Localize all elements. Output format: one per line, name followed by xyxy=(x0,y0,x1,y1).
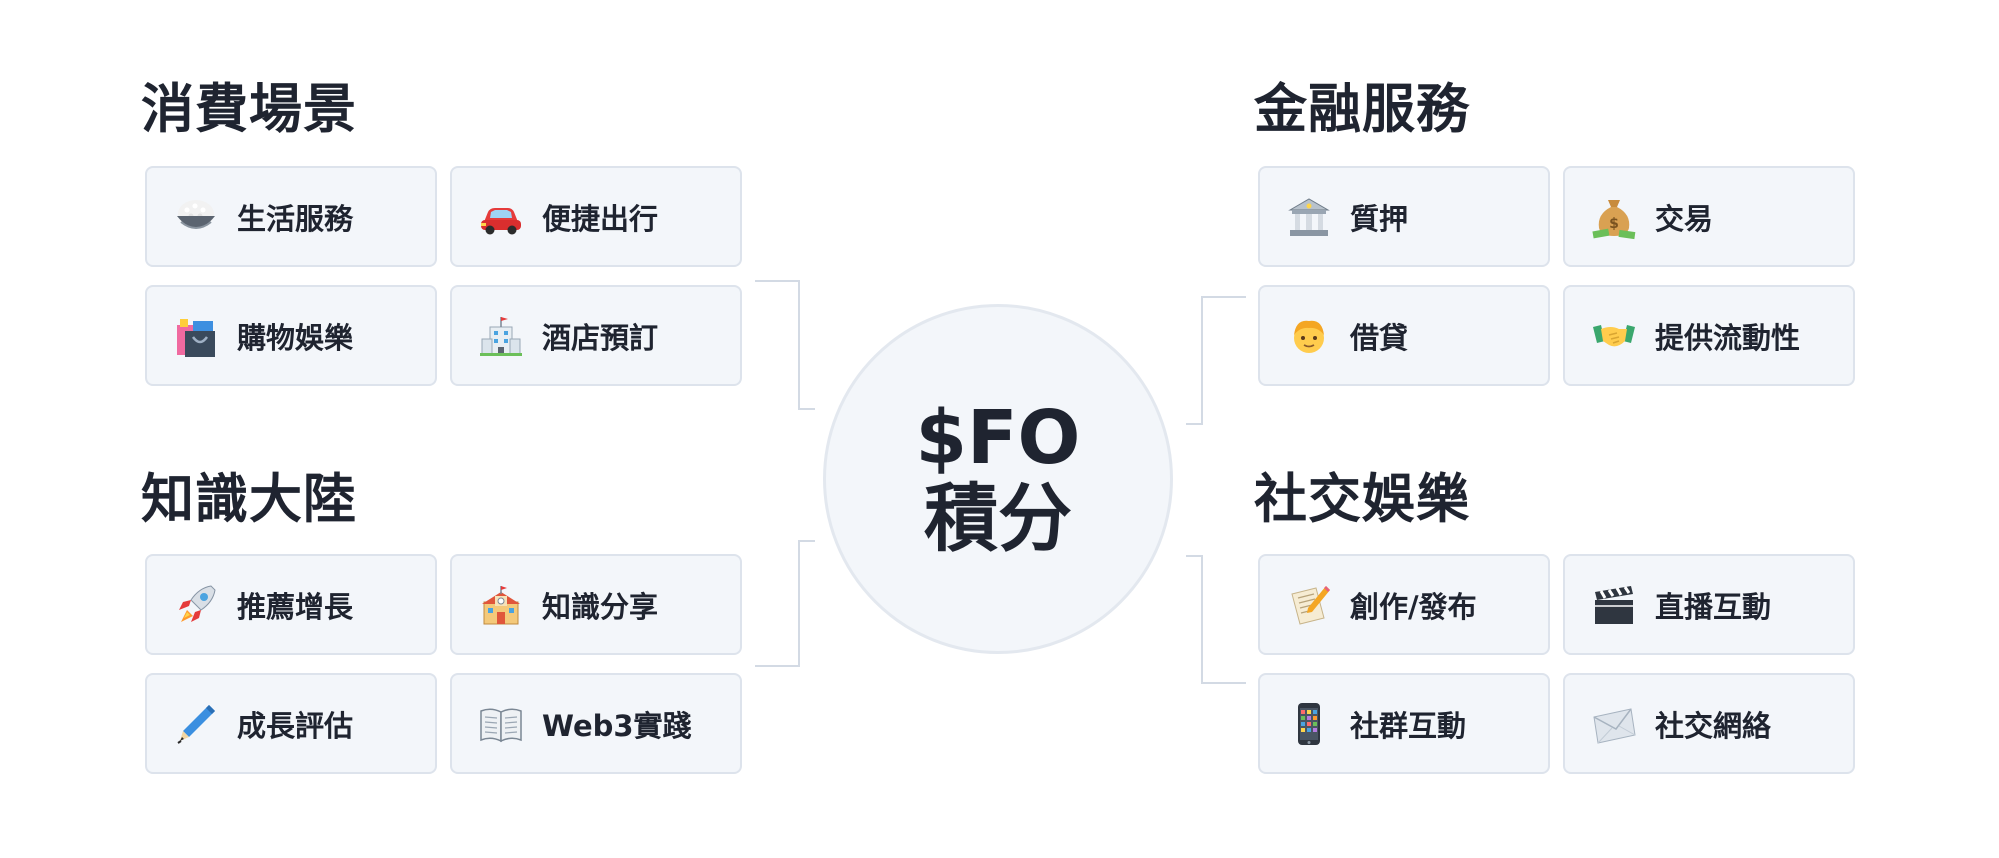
car-icon xyxy=(478,194,524,240)
handshake-icon xyxy=(1591,313,1637,359)
card-life-services[interactable]: 生活服務 xyxy=(145,166,437,267)
section-title-knowledge: 知識大陸 xyxy=(141,469,357,530)
person-icon xyxy=(1286,313,1332,359)
rocket-icon xyxy=(173,582,219,628)
open-book-icon xyxy=(478,701,524,747)
memo-icon xyxy=(1286,582,1332,628)
card-live-interaction[interactable]: 直播互動 xyxy=(1563,554,1855,655)
card-convenient-travel[interactable]: 便捷出行 xyxy=(450,166,742,267)
mobile-phone-icon xyxy=(1286,701,1332,747)
card-label: 購物娛樂 xyxy=(237,320,354,355)
card-lending[interactable]: 借貸 xyxy=(1258,285,1550,386)
connector-knowledge xyxy=(755,540,815,667)
card-growth-assessment[interactable]: 成長評估 xyxy=(145,673,437,774)
card-label: 創作/發布 xyxy=(1350,589,1477,624)
connector-finance xyxy=(1186,296,1246,425)
card-label: 知識分享 xyxy=(542,589,659,624)
card-label: 借貸 xyxy=(1350,320,1409,355)
rice-bowl-icon xyxy=(173,194,219,240)
card-label: 質押 xyxy=(1350,201,1409,236)
section-title-social: 社交娛樂 xyxy=(1254,469,1470,530)
pen-icon xyxy=(173,701,219,747)
center-token-name: $FO xyxy=(915,394,1081,481)
center-token-subtitle: 積分 xyxy=(924,476,1072,562)
hotel-icon xyxy=(478,313,524,359)
card-staking[interactable]: 質押 xyxy=(1258,166,1550,267)
svg-text:$: $ xyxy=(1609,216,1619,232)
shopping-bags-icon xyxy=(173,313,219,359)
card-trading[interactable]: $ 交易 xyxy=(1563,166,1855,267)
card-label: 酒店預訂 xyxy=(542,320,659,355)
card-label: 社群互動 xyxy=(1350,708,1467,743)
card-community-interaction[interactable]: 社群互動 xyxy=(1258,673,1550,774)
center-hub: $FO 積分 xyxy=(823,304,1173,654)
card-label: 直播互動 xyxy=(1655,589,1772,624)
card-label: 社交網絡 xyxy=(1655,708,1772,743)
envelope-icon xyxy=(1591,701,1637,747)
card-label: 成長評估 xyxy=(237,708,354,743)
card-label: 推薦增長 xyxy=(237,589,354,624)
money-bag-icon: $ xyxy=(1591,194,1637,240)
card-label: 交易 xyxy=(1655,201,1714,236)
card-referral-growth[interactable]: 推薦增長 xyxy=(145,554,437,655)
connector-social xyxy=(1186,555,1246,684)
card-knowledge-sharing[interactable]: 知識分享 xyxy=(450,554,742,655)
card-label: 便捷出行 xyxy=(542,201,659,236)
card-provide-liquidity[interactable]: 提供流動性 xyxy=(1563,285,1855,386)
section-title-consumption: 消費場景 xyxy=(141,79,357,140)
card-label: 提供流動性 xyxy=(1655,320,1801,355)
bank-icon xyxy=(1286,194,1332,240)
school-icon xyxy=(478,582,524,628)
clapper-board-icon xyxy=(1591,582,1637,628)
card-label: Web3實踐 xyxy=(542,708,692,743)
card-social-network[interactable]: 社交網絡 xyxy=(1563,673,1855,774)
card-shopping-entertainment[interactable]: 購物娛樂 xyxy=(145,285,437,386)
connector-consumption xyxy=(755,280,815,410)
card-create-publish[interactable]: 創作/發布 xyxy=(1258,554,1550,655)
card-label: 生活服務 xyxy=(237,201,354,236)
card-hotel-booking[interactable]: 酒店預訂 xyxy=(450,285,742,386)
section-title-finance: 金融服務 xyxy=(1254,79,1470,140)
card-web3-practice[interactable]: Web3實踐 xyxy=(450,673,742,774)
